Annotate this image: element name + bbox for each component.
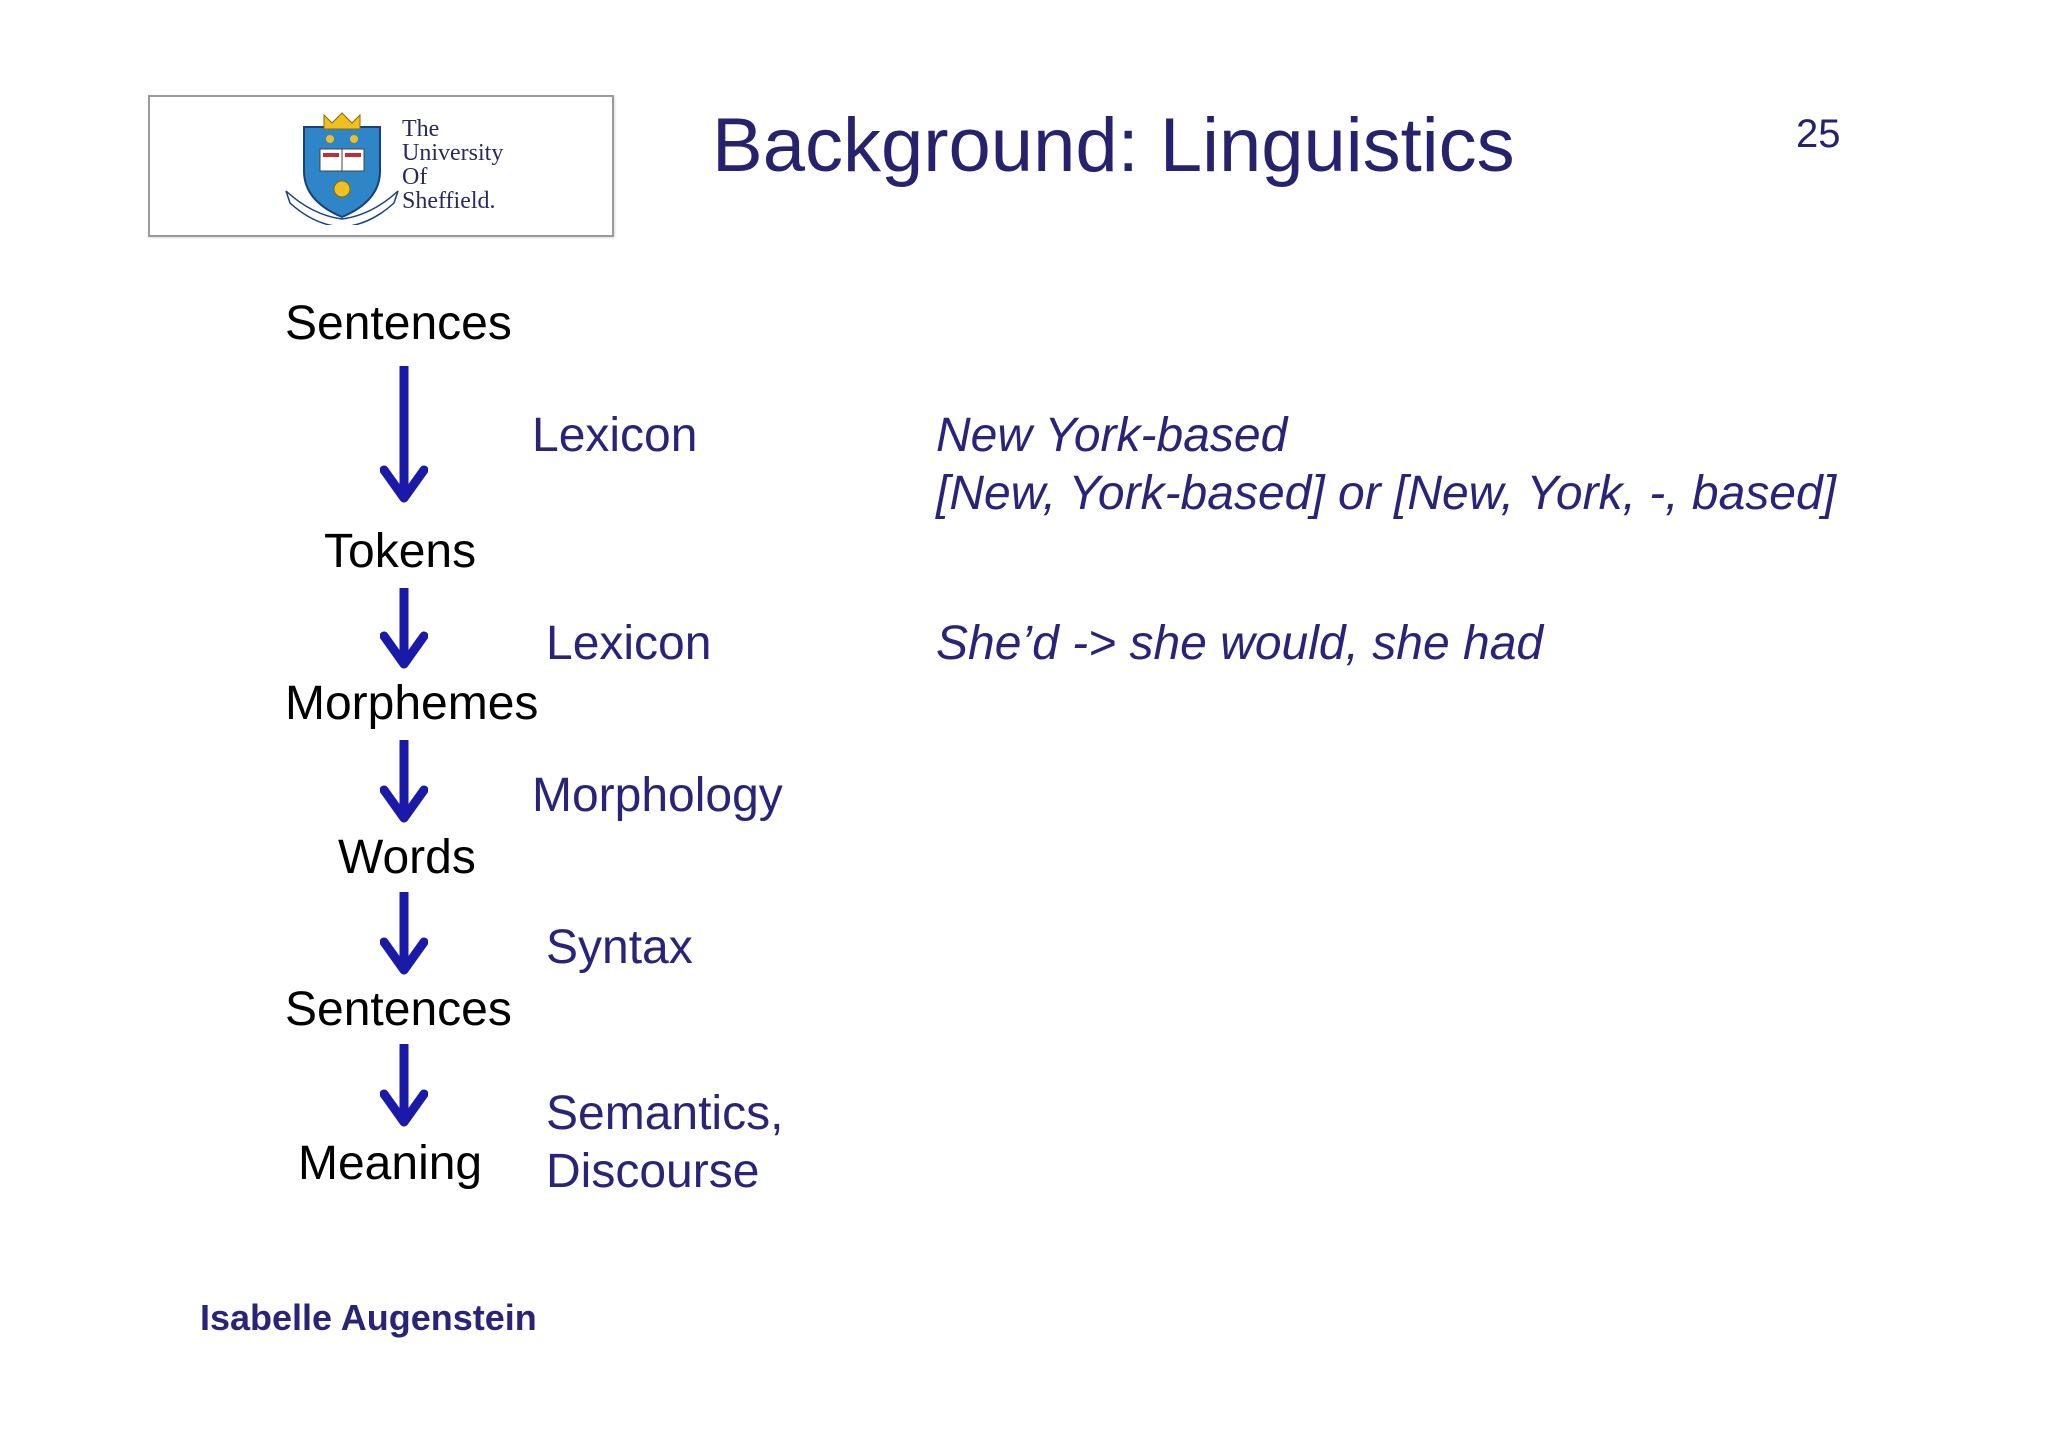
level-sentences-2: Sentences (285, 983, 512, 1036)
level-morphemes: Morphemes (285, 677, 539, 730)
process-morphology: Morphology (532, 769, 783, 822)
university-logo: The University Of Sheffield. (148, 95, 614, 237)
logo-line: Sheffield. (402, 188, 496, 214)
process-semantics: Semantics, (546, 1087, 784, 1140)
example-text: New York-based (936, 409, 1288, 462)
process-lexicon: Lexicon (532, 409, 698, 462)
example-text: [New, York-based] or [New, York, -, base… (936, 467, 1837, 520)
university-crest-icon (285, 112, 399, 225)
down-arrow-icon (380, 588, 428, 669)
process-lexicon-2: Lexicon (546, 617, 712, 670)
down-arrow-icon (380, 740, 428, 823)
author-name: Isabelle Augenstein (200, 1297, 537, 1338)
level-words: Words (338, 831, 476, 884)
slide-title: Background: Linguistics (712, 103, 1515, 188)
down-arrow-icon (380, 892, 428, 975)
process-discourse: Discourse (546, 1145, 760, 1198)
level-tokens: Tokens (324, 525, 477, 578)
level-meaning: Meaning (298, 1137, 483, 1190)
example-text: She’d -> she would, she had (936, 617, 1544, 670)
down-arrow-icon (380, 366, 428, 503)
logo-line: Of (402, 164, 428, 190)
page-number: 25 (1796, 112, 1841, 156)
level-sentences: Sentences (285, 297, 512, 350)
down-arrow-icon (380, 1044, 428, 1127)
logo-line: University (402, 140, 504, 166)
logo-line: The (402, 116, 440, 142)
process-syntax: Syntax (546, 921, 693, 974)
university-name: The University Of Sheffield. (402, 117, 503, 213)
